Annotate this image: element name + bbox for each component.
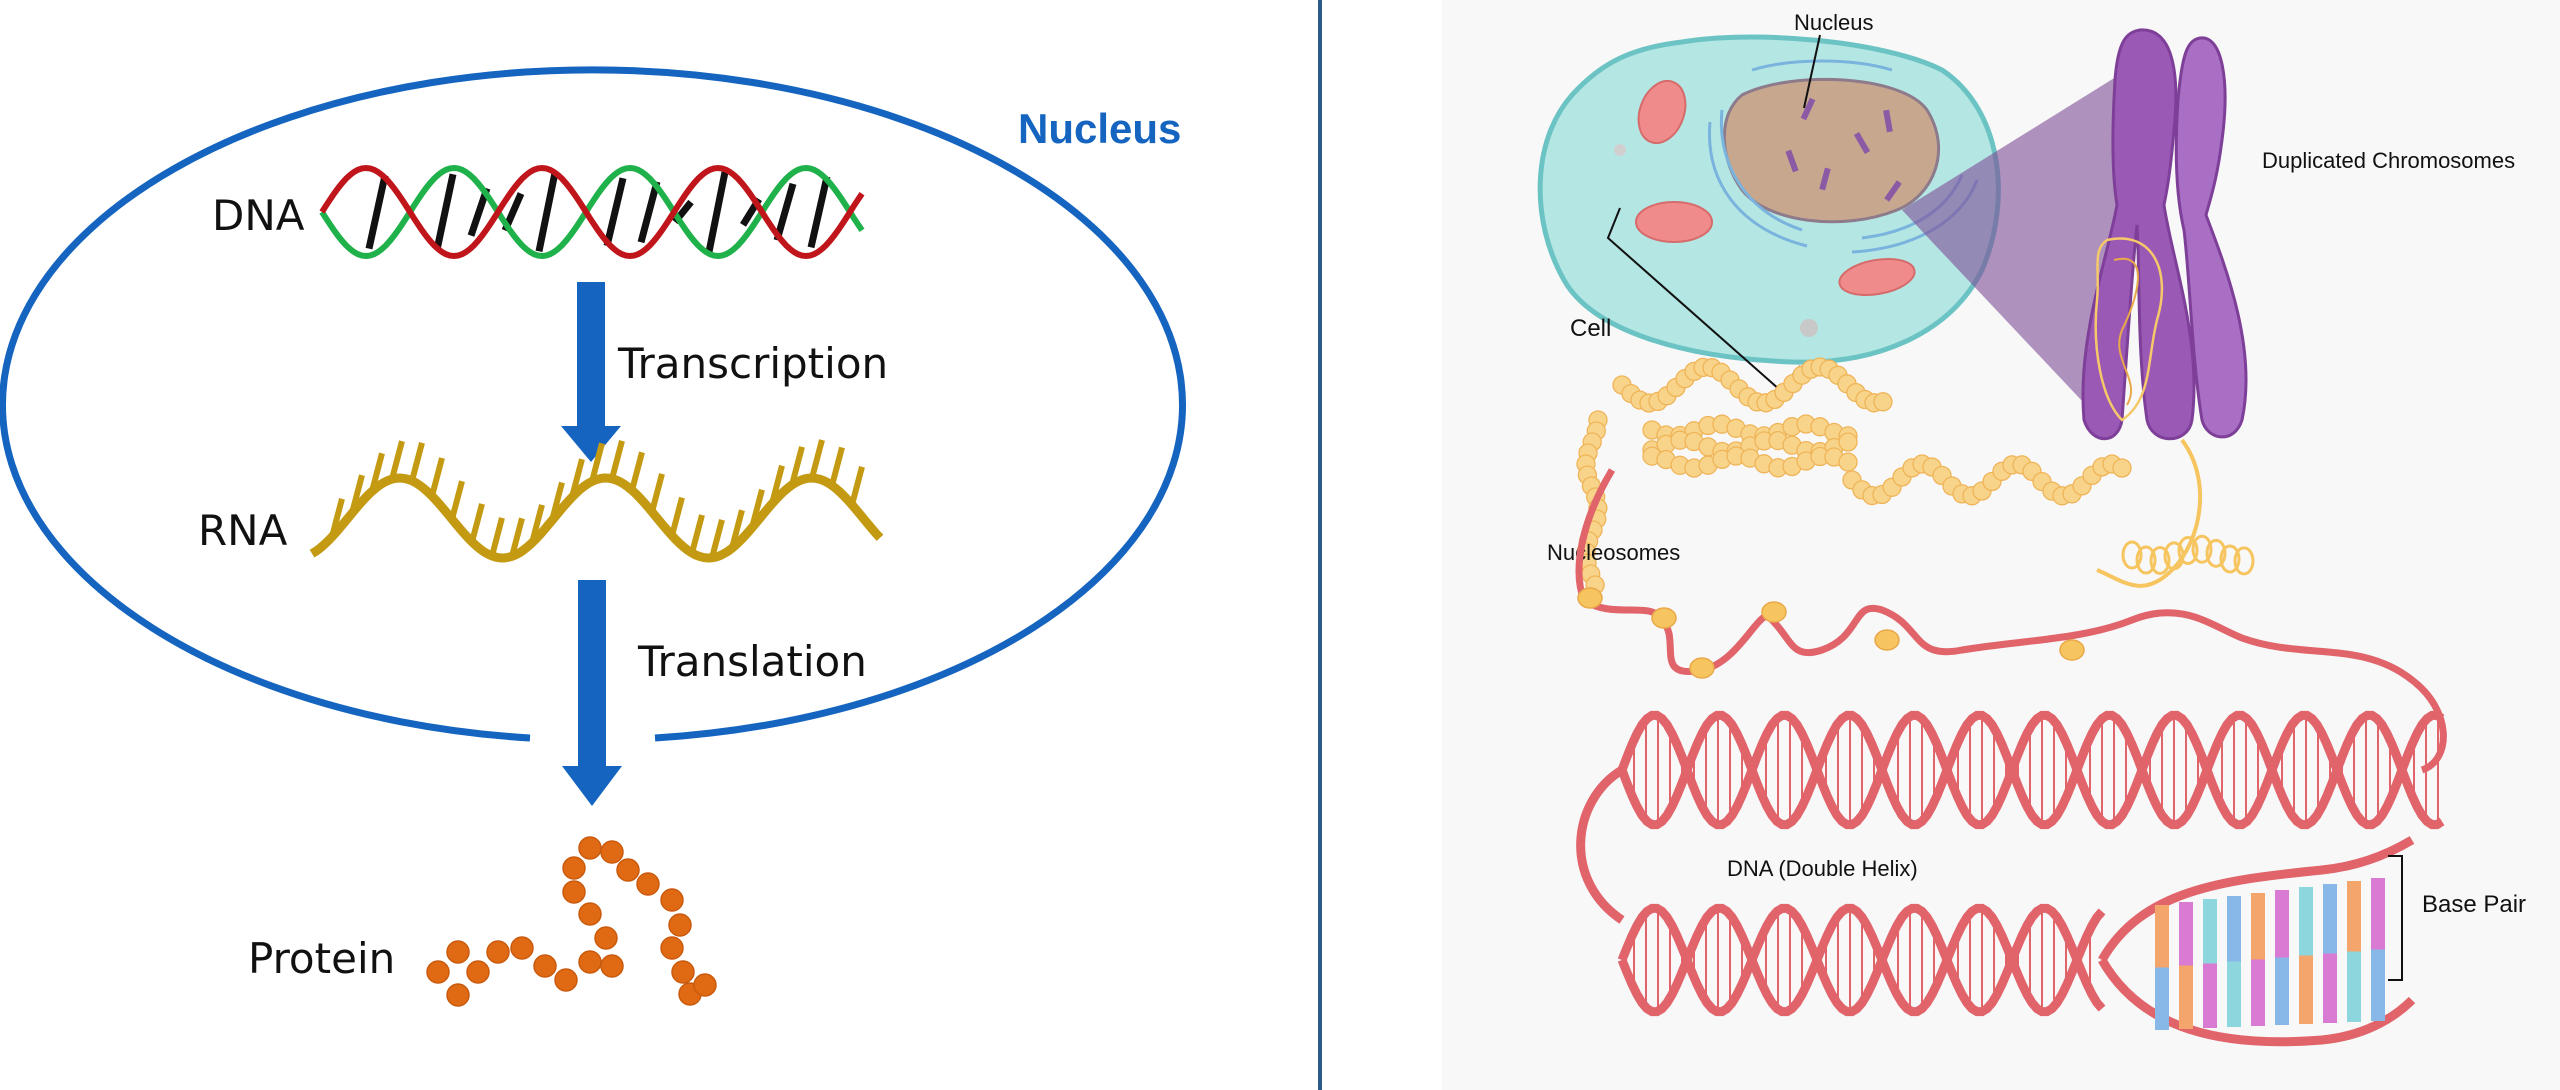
amino-acid-bead: [578, 902, 602, 926]
protein-label: Protein: [248, 934, 395, 983]
base-pair-segment: [2371, 949, 2385, 1021]
nucleosome-beads: [1577, 587, 2085, 679]
amino-acid-bead: [600, 840, 624, 864]
amino-acid-bead: [554, 968, 578, 992]
central-dogma-panel: Nucleus DNA Transcription RNA Translatio…: [0, 66, 1186, 1007]
amino-acid-bead: [446, 983, 470, 1007]
mitochondria: [1635, 80, 1916, 296]
base-pair-segment: [2299, 955, 2313, 1024]
transcription-label: Transcription: [617, 339, 888, 388]
amino-acid-bead: [510, 936, 534, 960]
amino-acid-bead: [486, 940, 510, 964]
backbone-top: [2098, 836, 2415, 963]
dna-helix: [319, 164, 865, 260]
amino-acid-bead: [636, 872, 660, 896]
cell-illustration: [1537, 34, 2001, 365]
nucleosome-bead: [2112, 458, 2132, 478]
base-pair-segment: [2371, 878, 2385, 950]
backbone-bottom: [2098, 957, 2416, 1047]
base-pair-label: Base Pair: [2422, 891, 2526, 918]
base-pair-segment: [2203, 963, 2217, 1028]
base-pair-segment: [2299, 887, 2313, 956]
amino-acid-bead: [466, 960, 490, 984]
dna-packaging-panel: Nucleus Cell Duplicated Chromosomes Nucl…: [1322, 0, 2560, 1090]
nucleosome-bead: [1838, 452, 1858, 472]
nucleosome-bead: [1873, 392, 1893, 412]
amino-acid-bead: [600, 954, 624, 978]
chromatin-coil: [2149, 545, 2171, 575]
base-pair-segment: [2323, 884, 2337, 954]
panel-divider: [1318, 0, 1322, 1090]
translation-arrow: [562, 580, 622, 806]
amino-acid-bead: [693, 973, 717, 997]
nucleosomes-label: Nucleosomes: [1547, 540, 1680, 565]
transcription-arrow: [561, 282, 621, 462]
base-pairs-closeup: [2098, 836, 2416, 1047]
amino-acid-bead: [562, 856, 586, 880]
chromosomes-label: Duplicated Chromosomes: [2262, 148, 2515, 173]
amino-acid-bead: [660, 936, 684, 960]
chromatin-coil: [2135, 545, 2157, 575]
nucleus-label: Nucleus: [1018, 105, 1181, 152]
base-pair-segment: [2179, 965, 2193, 1029]
base-pair-segment: [2203, 899, 2217, 964]
double-helix-label: DNA (Double Helix): [1727, 856, 1918, 881]
amino-acid-bead: [562, 880, 586, 904]
protein-chain: [426, 836, 717, 1007]
chromatin-coil: [2177, 535, 2199, 565]
chromatin-coil: [2205, 538, 2227, 568]
base-pair-segment: [2179, 902, 2193, 966]
cell-label: Cell: [1570, 315, 1611, 342]
rna-strand: [309, 439, 884, 563]
nucleosome-bead: [1838, 432, 1858, 452]
dna-thread: [1575, 468, 2447, 774]
amino-acid-bead: [578, 836, 602, 860]
central-dogma-diagram: Nucleus DNA Transcription RNA Translatio…: [0, 66, 1186, 1007]
dna-label: DNA: [212, 191, 305, 240]
amino-acid-bead: [671, 960, 695, 984]
base-pair-segment: [2227, 961, 2241, 1027]
zoom-cone: [1902, 62, 2140, 420]
base-pair-segment: [2155, 967, 2169, 1030]
amino-acid-bead: [668, 913, 692, 937]
base-pair-segment: [2251, 893, 2265, 960]
amino-acid-bead: [660, 888, 684, 912]
dna-double-helix: [1576, 710, 2445, 1017]
nucleus-membrane: [0, 66, 1186, 742]
nucleus-chromosomes: [1785, 97, 1902, 202]
amino-acid-bead: [594, 926, 618, 950]
cell-nucleus: [1722, 77, 1941, 224]
chromatin-coil: [2219, 544, 2241, 574]
base-pair-segment: [2227, 896, 2241, 962]
base-pair-segment: [2275, 890, 2289, 958]
amino-acid-bead: [533, 954, 557, 978]
amino-acid-bead: [616, 858, 640, 882]
base-pair-segment: [2275, 957, 2289, 1025]
base-pair-segment: [2251, 959, 2265, 1026]
amino-acid-bead: [578, 950, 602, 974]
chromatin-fiber: [1576, 357, 2255, 595]
base-pair-segment: [2347, 881, 2361, 952]
base-pair-segment: [2347, 951, 2361, 1022]
amino-acid-bead: [446, 940, 470, 964]
chromatin-coil: [2163, 541, 2185, 571]
chromatin-coil: [2191, 534, 2213, 564]
dna-packaging-diagram: Nucleus Cell Duplicated Chromosomes Nucl…: [1442, 0, 2560, 1090]
rna-label: RNA: [198, 506, 288, 555]
base-pair-bracket: [2388, 855, 2403, 981]
base-pair-segment: [2323, 953, 2337, 1023]
amino-acid-bead: [426, 960, 450, 984]
base-pair-segment: [2155, 905, 2169, 968]
cell-nucleus-label: Nucleus: [1794, 10, 1873, 35]
duplicated-chromosome: [2081, 28, 2248, 441]
chromatin-coil: [2233, 546, 2255, 576]
nucleus-pointer: [1803, 34, 1821, 109]
translation-label: Translation: [637, 637, 867, 686]
chromatin-coil: [2121, 540, 2143, 570]
